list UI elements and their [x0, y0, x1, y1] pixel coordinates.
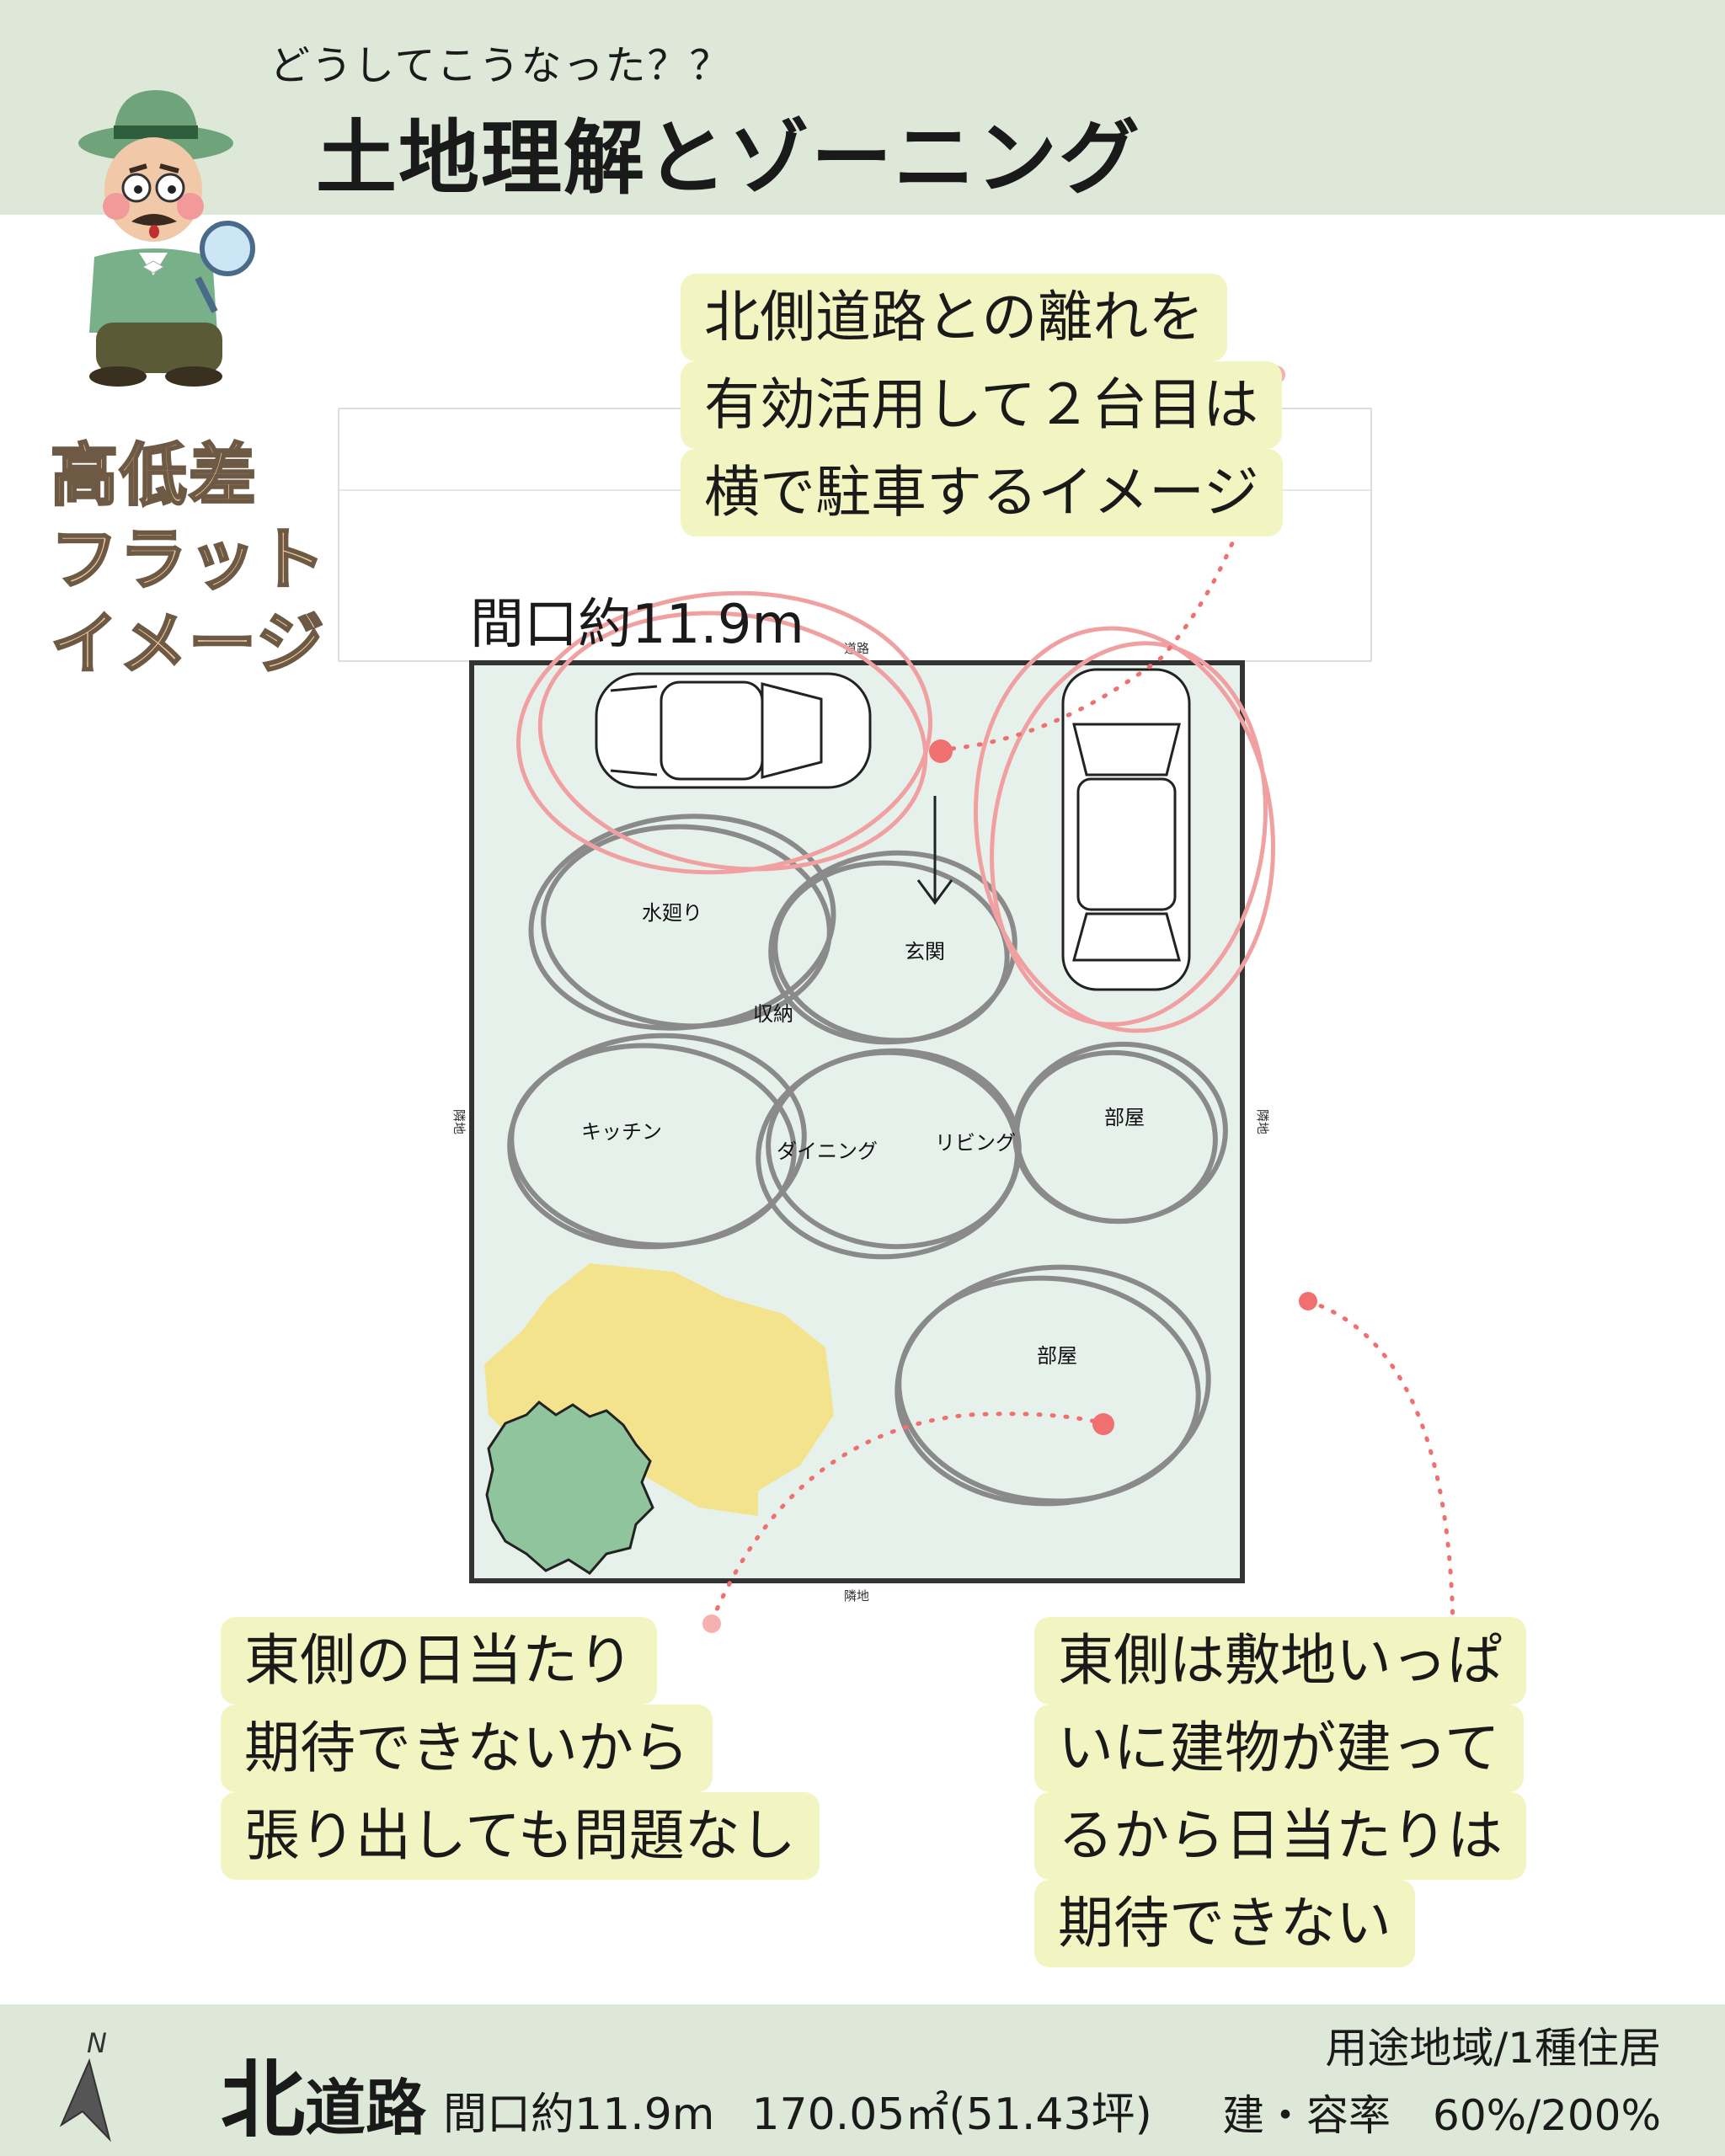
- zone-room2-sketch: [896, 1275, 1201, 1504]
- room-label-dining: ダイニング: [777, 1139, 878, 1163]
- room-label-kitchen: キッチン: [581, 1120, 662, 1144]
- footer-area: 170.05㎡(51.43坪): [751, 2089, 1152, 2140]
- room-label-water: 水廻り: [642, 901, 702, 925]
- west-boundary-label: 隣地: [451, 1109, 467, 1134]
- car2-highlight: [974, 626, 1275, 1033]
- note-east-west-line-2: 期待できないから: [221, 1705, 713, 1792]
- note-parking-line-1: 北側道路との離れを: [681, 274, 1228, 361]
- note-east-building-line-3: るから日当たりは: [1034, 1792, 1526, 1880]
- footer-zoning: 用途地域/1種住居: [1325, 2024, 1661, 2073]
- note-east-west: 東側の日当たり 期待できないから 張り出しても問題なし: [221, 1617, 820, 1880]
- footer-zoning-block: 用途地域/1種住居 建・容率 60%/200%: [1222, 2015, 1661, 2149]
- page-title: 土地理解とゾーニング: [316, 111, 1141, 205]
- leader-dot-room: [1092, 1413, 1114, 1435]
- footer-summary: 北道路間口約11.9m 170.05㎡(51.43坪): [221, 2031, 1152, 2153]
- frontage-label: 間口約11.9m: [470, 594, 804, 656]
- car1-highlight-sketch: [537, 611, 928, 872]
- note-east-building: 東側は敷地いっぱ いに建物が建って るから日当たりは 期待できない: [1034, 1617, 1526, 1967]
- car-icon-second: [1061, 668, 1191, 991]
- south-boundary-label: 隣地: [844, 1588, 869, 1604]
- leader-east-west: [709, 1412, 1106, 1624]
- header-band: [0, 0, 1725, 215]
- zone-room1-sketch: [1014, 1049, 1218, 1225]
- car-icon: [595, 672, 872, 789]
- room-label-living: リビング: [935, 1131, 1016, 1155]
- note-east-building-line-4: 期待できない: [1034, 1880, 1415, 1967]
- footer-road: 道路: [305, 2073, 427, 2143]
- zone-water-sketch: [541, 824, 832, 1029]
- car1-highlight: [516, 590, 932, 875]
- zone-entrance-sketch: [772, 860, 1010, 1043]
- leader-east-building: [1306, 1299, 1455, 1632]
- leader-dot-east: [1299, 1292, 1317, 1310]
- tree-icon: [485, 1401, 654, 1575]
- note-east-building-line-1: 東側は敷地いっぱ: [1034, 1617, 1526, 1705]
- footer-ratio: 建・容率 60%/200%: [1222, 2091, 1661, 2140]
- leader-dot-east-west-end: [702, 1614, 721, 1633]
- detective-character-icon: [78, 90, 255, 387]
- elevation-label: 高低差: [50, 435, 258, 516]
- room-label-room2: 部屋: [1037, 1344, 1077, 1368]
- room-label-entrance: 玄関: [905, 940, 945, 963]
- car2-highlight-sketch: [990, 641, 1268, 1027]
- north-boundary-label: 道路: [844, 641, 869, 656]
- flat-label: フラット: [50, 520, 327, 600]
- note-east-west-line-3: 張り出しても問題なし: [221, 1792, 820, 1880]
- room-label-storage: 収納: [753, 1002, 793, 1026]
- note-east-building-line-2: いに建物が建って: [1034, 1705, 1524, 1792]
- east-boundary-label: 隣地: [1255, 1109, 1270, 1134]
- entry-arrow-head: [916, 879, 953, 905]
- note-parking-line-3: 横で駐車するイメージ: [681, 449, 1283, 536]
- leader-dot-parking: [929, 739, 953, 763]
- footer-frontage: 間口約11.9m: [443, 2089, 715, 2140]
- note-east-west-line-1: 東側の日当たり: [221, 1617, 657, 1705]
- north-symbol: N: [87, 2027, 107, 2059]
- page-subtitle: どうしてこうなった？？: [270, 42, 732, 89]
- note-parking-line-2: 有効活用して２台目は: [681, 361, 1283, 449]
- note-parking: 北側道路との離れを 有効活用して２台目は 横で駐車するイメージ: [681, 274, 1283, 536]
- room-label-room1: 部屋: [1104, 1106, 1145, 1129]
- image-label: イメージ: [49, 604, 326, 685]
- footer-band: [0, 2004, 1725, 2156]
- footer-north: 北: [221, 2051, 305, 2149]
- zone-kitchen-sketch: [509, 1043, 797, 1248]
- leader-parking: [939, 372, 1279, 752]
- north-arrow-icon: N: [59, 2027, 111, 2143]
